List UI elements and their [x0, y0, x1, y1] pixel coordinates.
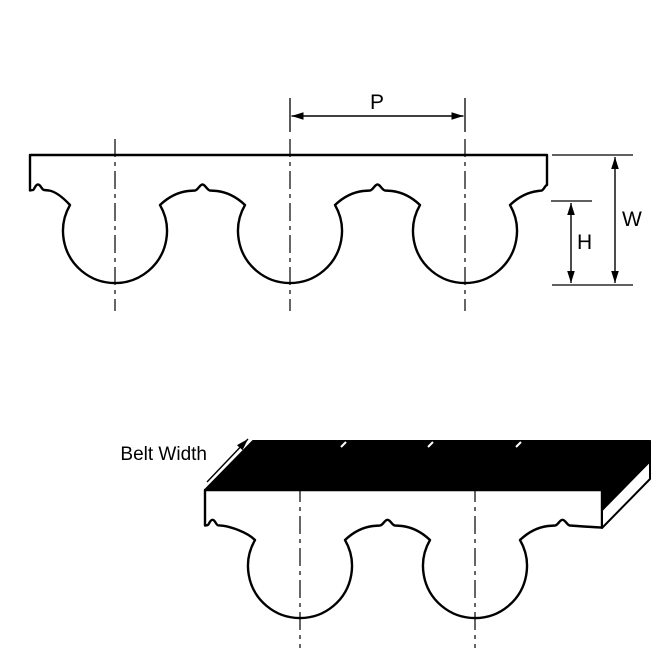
- back-edge-notch: [515, 441, 522, 448]
- profile-view: P W H: [28, 91, 642, 311]
- tooth-height-label: H: [577, 231, 592, 254]
- isometric-view: Belt Width: [120, 438, 651, 648]
- belt-profile: [28, 153, 549, 285]
- dimension-tooth-height: H: [551, 200, 592, 283]
- pitch-label: P: [370, 91, 384, 114]
- overall-height-label: W: [622, 208, 642, 231]
- belt-width-arrow: [206, 438, 249, 483]
- dimension-overall-height: W: [552, 154, 642, 286]
- annotation-belt-width: Belt Width: [120, 438, 249, 483]
- back-edge-notch: [427, 441, 434, 448]
- belt-top-surface: [204, 440, 651, 491]
- belt-front-profile: [203, 488, 604, 620]
- belt-width-label: Belt Width: [120, 444, 207, 465]
- back-edge-notch: [340, 441, 347, 448]
- dimension-pitch: P: [289, 91, 466, 132]
